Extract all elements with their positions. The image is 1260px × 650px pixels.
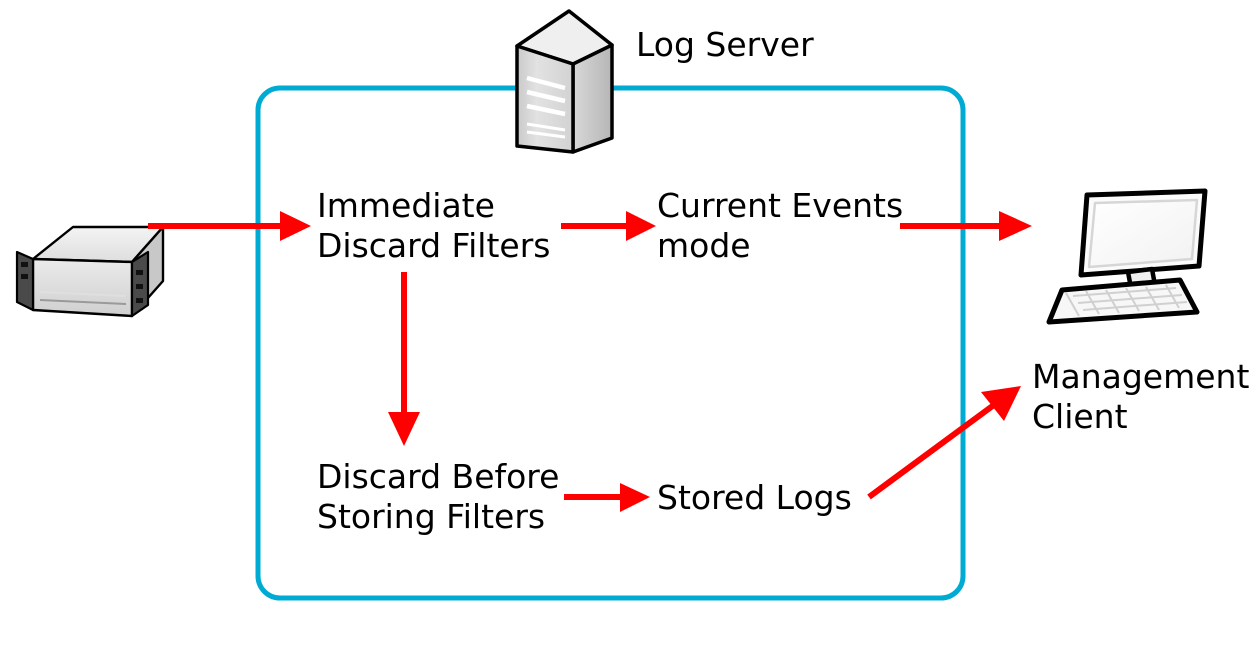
node-current-events-mode-line1: Current Events [657, 186, 904, 225]
node-discard-before-storing-filters-line1: Discard Before [317, 457, 560, 496]
node-stored-logs: Stored Logs [657, 478, 852, 517]
label-management-client-line2: Client [1032, 397, 1128, 436]
arrow-immediate-filters-to-discard-before-storing [388, 272, 420, 446]
arrow-current-events-to-management-client [900, 211, 1032, 241]
arrow-immediate-filters-to-current-events [561, 211, 656, 241]
node-immediate-discard-filters-line1: Immediate [317, 186, 495, 225]
arrow-appliance-to-immediate-filters [148, 211, 311, 241]
server-tower-icon [515, 9, 614, 154]
arrow-stored-logs-to-management-client [867, 386, 1021, 500]
rack-appliance-icon [15, 225, 165, 318]
node-discard-before-storing-filters-line2: Storing Filters [317, 497, 546, 536]
label-management-client-line1: Management [1032, 357, 1250, 396]
desktop-computer-icon [1046, 188, 1208, 325]
node-immediate-discard-filters-line2: Discard Filters [317, 226, 551, 265]
node-current-events-mode-line2: mode [657, 226, 751, 265]
arrow-discard-before-storing-to-stored-logs [564, 483, 650, 512]
label-log-server: Log Server [636, 25, 814, 64]
